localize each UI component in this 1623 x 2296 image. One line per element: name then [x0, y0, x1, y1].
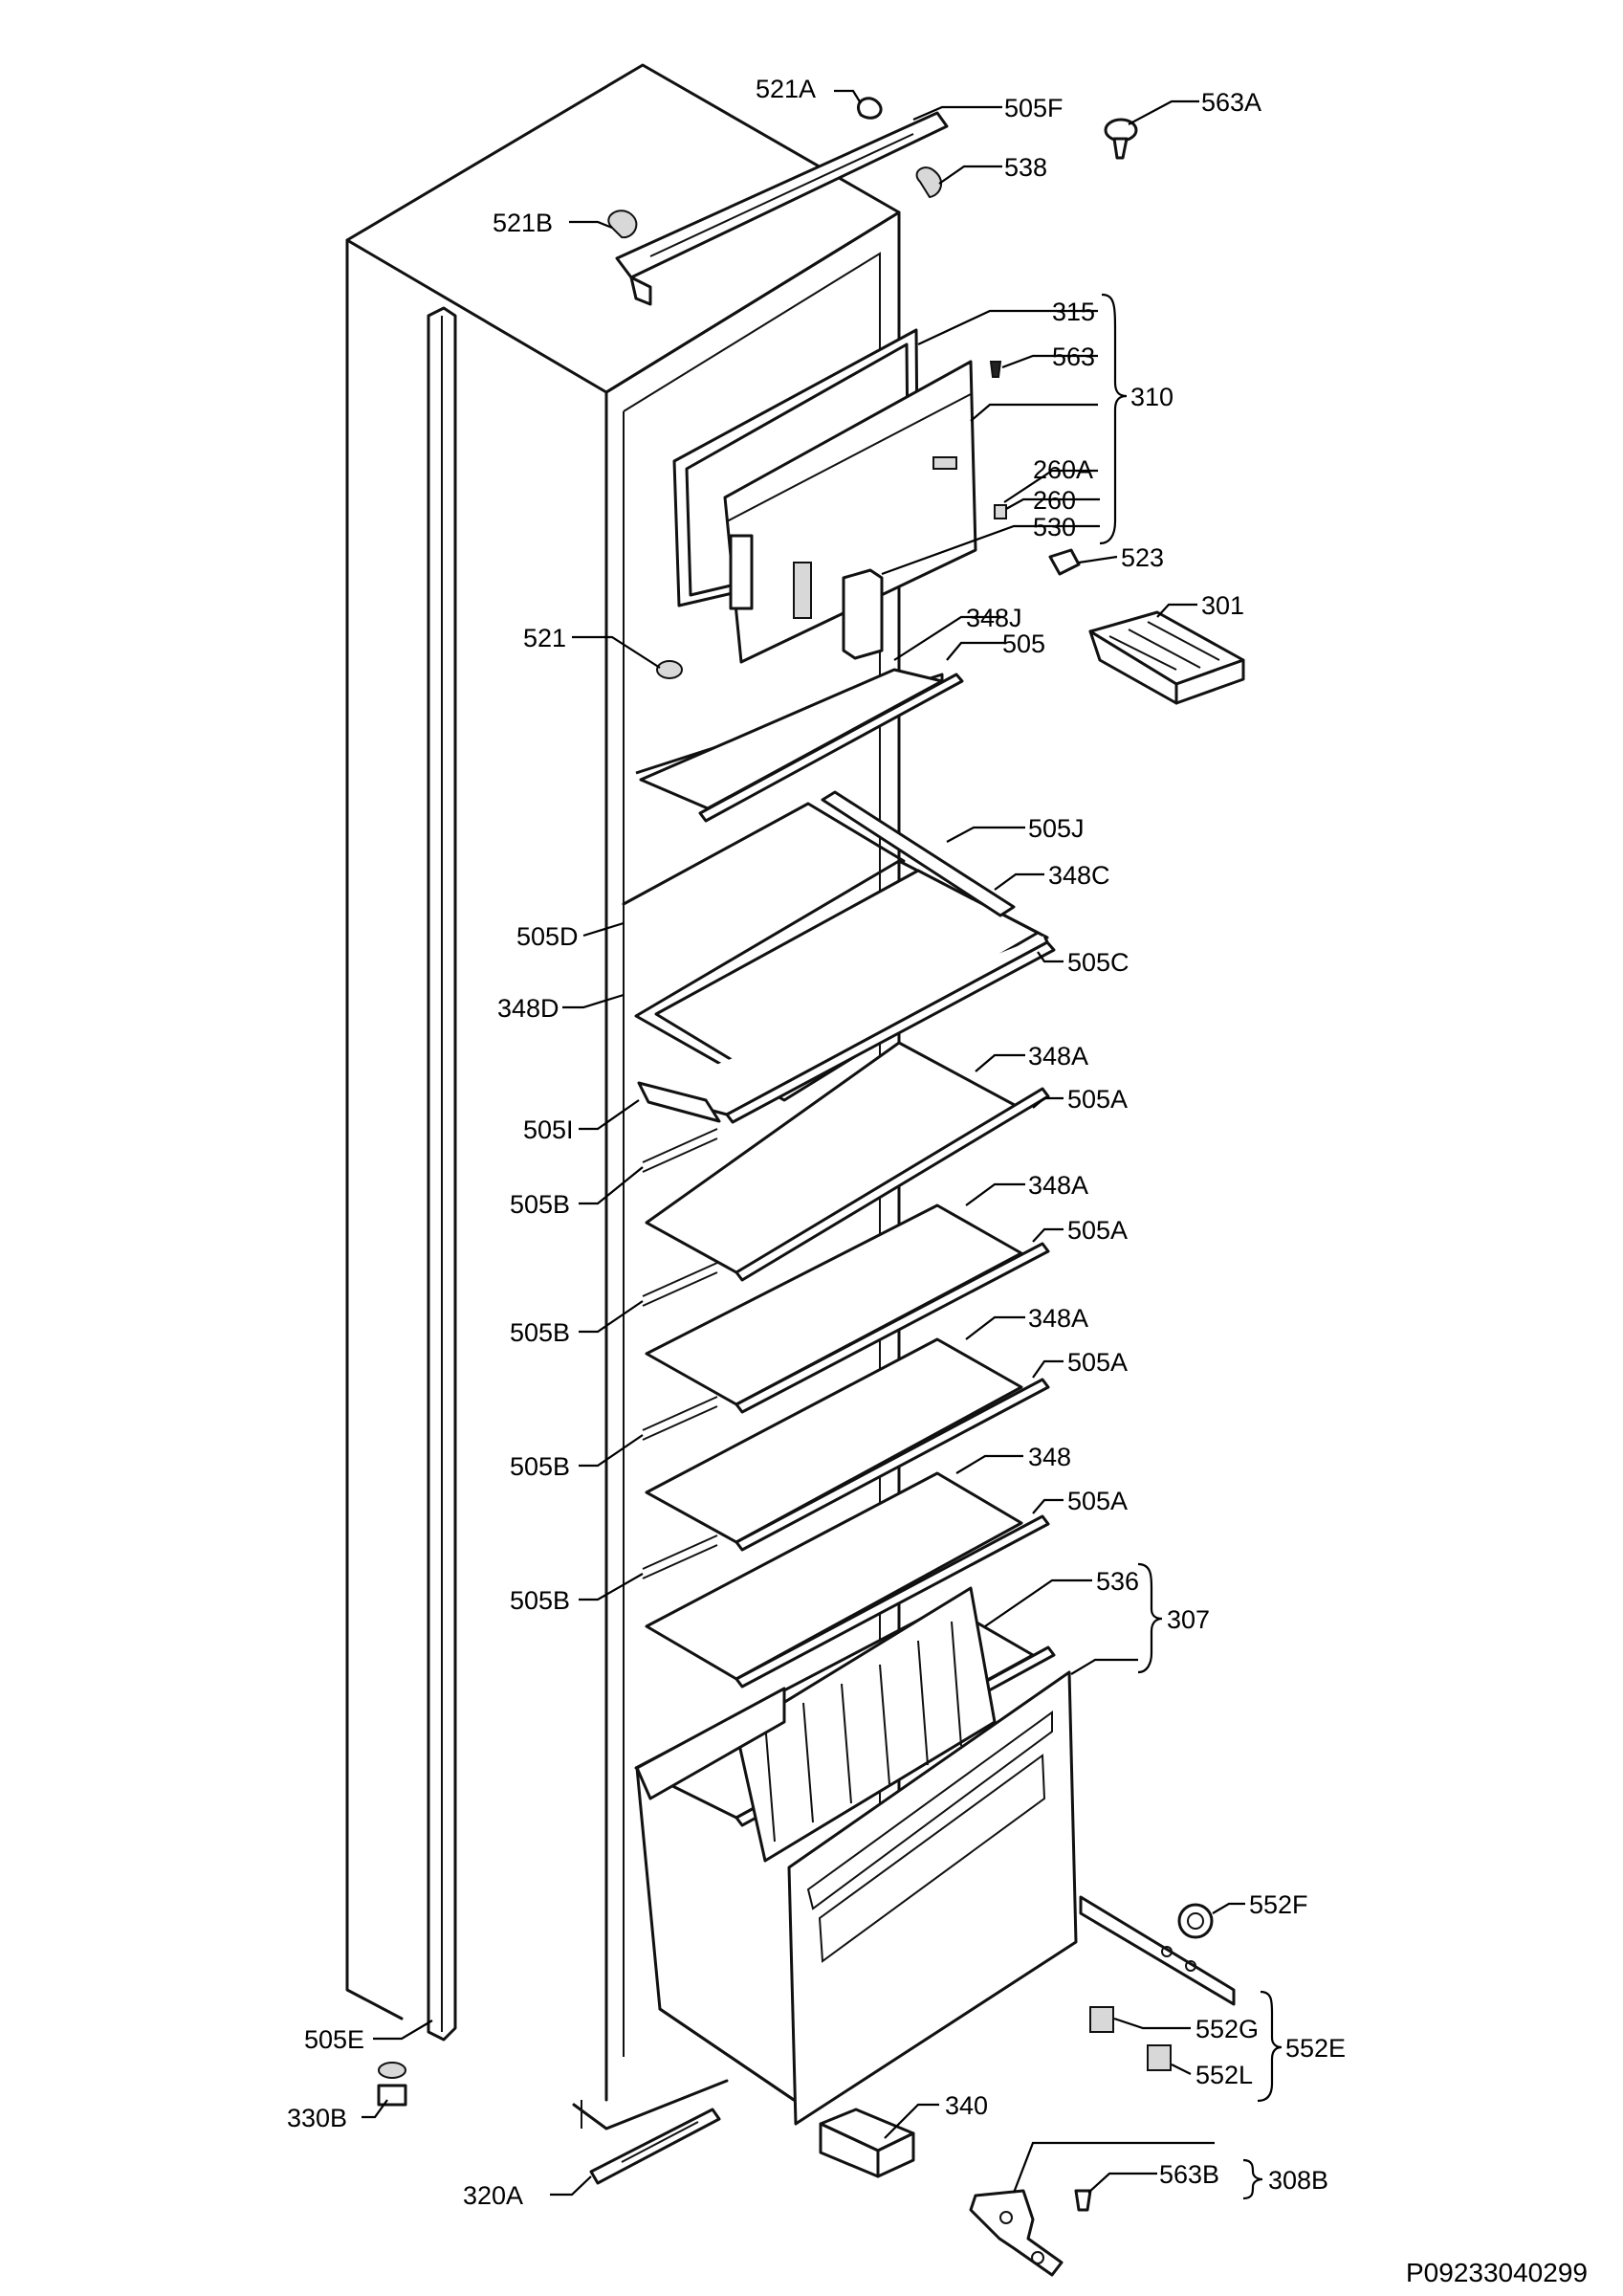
top-rail-505f [607, 97, 949, 306]
label-320a: 320A [463, 2181, 523, 2210]
label-552l: 552L [1195, 2061, 1253, 2089]
label-552e: 552E [1285, 2034, 1346, 2063]
shelf-348d-348c [622, 790, 1056, 1124]
label-348c: 348C [1048, 861, 1110, 890]
label-505: 505 [1002, 629, 1045, 658]
shelf-348j [635, 668, 964, 823]
side-rails-505b [642, 1128, 718, 1579]
label-521b: 521B [493, 209, 553, 237]
label-523: 523 [1121, 543, 1164, 572]
label-310: 310 [1130, 383, 1173, 411]
label-505a-2: 505A [1067, 1216, 1128, 1245]
label-348: 348 [1028, 1443, 1071, 1471]
label-552f: 552F [1249, 1890, 1308, 1919]
part-labels: 521A 505F 563A 538 521B 315 563 310 260A… [287, 75, 1346, 2210]
shelf-348a-1 [645, 1041, 1050, 1282]
group-brackets [1099, 293, 1283, 2200]
shelf-348a-3 [645, 1337, 1050, 1552]
label-505a-4: 505A [1067, 1487, 1128, 1515]
plug-521 [656, 660, 683, 679]
leader-lines [362, 89, 1245, 2197]
drawer-307 [635, 1586, 1078, 2126]
label-563b: 563B [1159, 2160, 1219, 2189]
shelf-348a-2 [645, 1203, 1050, 1414]
door-seal-strip-505e [427, 306, 457, 2042]
label-505b-3: 505B [510, 1452, 570, 1481]
label-340: 340 [945, 2091, 988, 2120]
label-308b: 308B [1268, 2166, 1328, 2195]
part-552l [1147, 2044, 1172, 2071]
freezer-door-assembly-310 [672, 328, 1081, 664]
label-536: 536 [1096, 1567, 1139, 1596]
label-348d: 348D [497, 994, 559, 1023]
label-563: 563 [1052, 342, 1095, 371]
label-505b-4: 505B [510, 1586, 570, 1615]
label-505b-2: 505B [510, 1318, 570, 1347]
label-505j: 505J [1028, 814, 1085, 843]
label-260: 260 [1033, 486, 1076, 515]
drawing-code: P09233040299 [1406, 2258, 1588, 2287]
label-505b-1: 505B [510, 1190, 570, 1219]
label-330b: 330B [287, 2104, 347, 2132]
label-552g: 552G [1195, 2015, 1259, 2043]
ice-tray-301 [1088, 610, 1245, 705]
screw-563b [1074, 2189, 1092, 2212]
label-348j: 348J [966, 604, 1022, 632]
label-538: 538 [1004, 153, 1047, 182]
label-505e: 505E [304, 2025, 364, 2054]
label-348a-1: 348A [1028, 1042, 1088, 1071]
block-340 [819, 2108, 915, 2178]
screw-563a [1104, 118, 1138, 160]
label-505i: 505I [523, 1115, 574, 1144]
part-552g [1089, 2006, 1114, 2033]
foot-330b [377, 2062, 407, 2107]
hinge-plate-320a [589, 2108, 721, 2185]
bottom-rail-552 [1079, 1895, 1236, 2006]
label-505a-3: 505A [1067, 1348, 1128, 1377]
label-315: 315 [1052, 298, 1095, 326]
label-505f: 505F [1004, 94, 1064, 122]
label-505d: 505D [516, 922, 579, 951]
label-521: 521 [523, 624, 566, 652]
label-307: 307 [1167, 1605, 1210, 1634]
wheel-552f [1177, 1903, 1214, 1939]
label-563a: 563A [1201, 88, 1261, 117]
label-521a: 521A [756, 75, 816, 103]
label-260a: 260A [1033, 455, 1093, 484]
label-301: 301 [1201, 591, 1244, 620]
hinge-bracket-308b [969, 2189, 1064, 2277]
label-530: 530 [1033, 513, 1076, 541]
label-505c: 505C [1067, 948, 1130, 977]
label-505a-1: 505A [1067, 1085, 1128, 1114]
shelf-348 [645, 1471, 1050, 1689]
label-348a-2: 348A [1028, 1171, 1088, 1200]
label-348a-3: 348A [1028, 1304, 1088, 1333]
